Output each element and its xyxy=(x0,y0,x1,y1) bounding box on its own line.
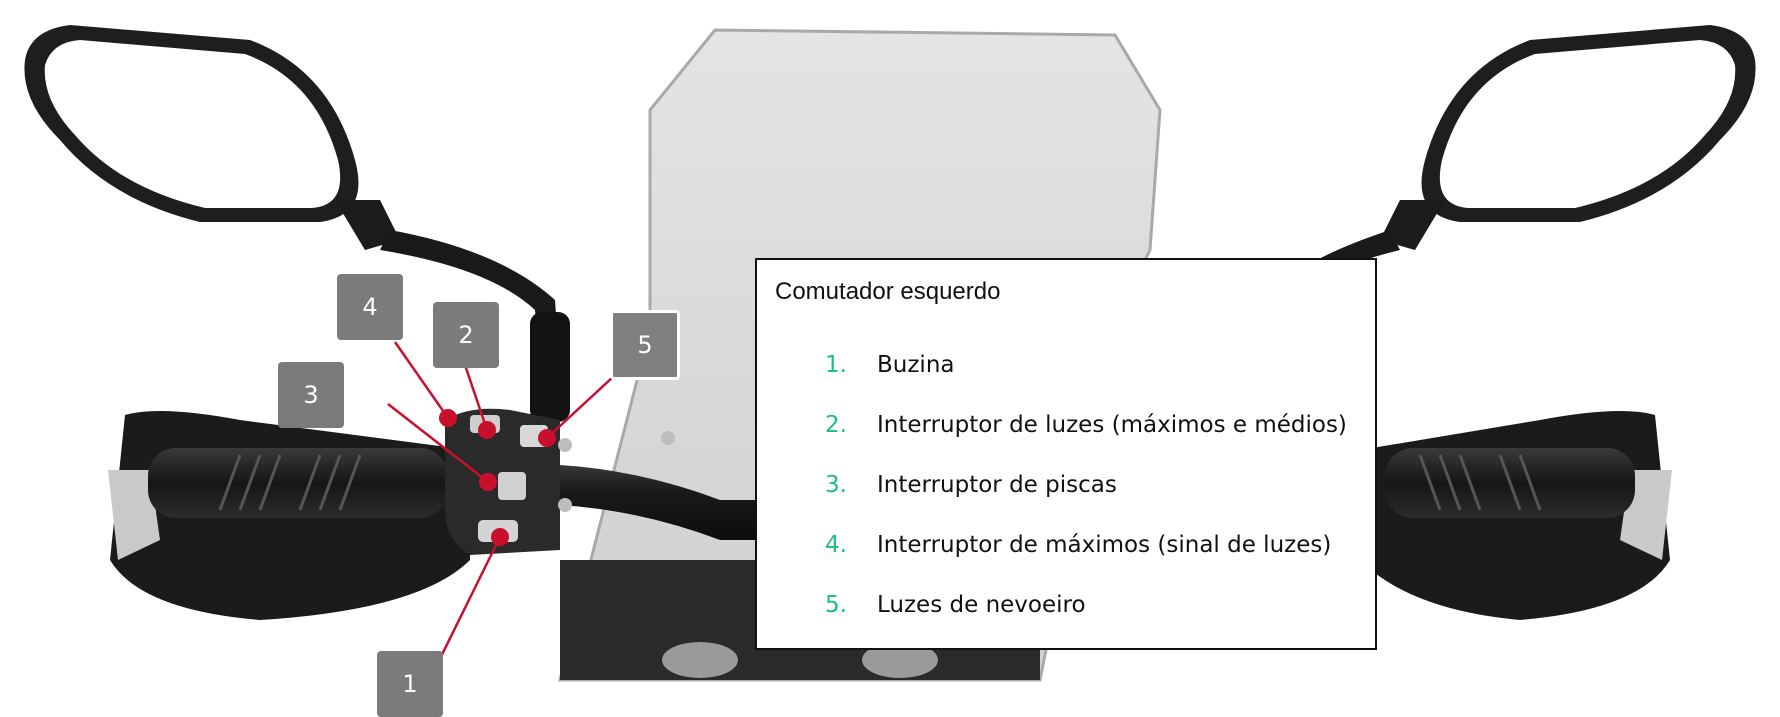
left-mirror xyxy=(24,25,570,422)
list-item-number: 5. xyxy=(825,592,847,618)
list-item-number: 3. xyxy=(825,472,847,498)
list-item: 5. Luzes de nevoeiro xyxy=(825,592,1347,652)
list-item-number: 4. xyxy=(825,532,847,558)
marker-dots xyxy=(439,409,556,546)
list-item-number: 2. xyxy=(825,412,847,438)
list-item: 4. Interruptor de máximos (sinal de luze… xyxy=(825,532,1347,592)
list-item-number: 1. xyxy=(825,352,847,378)
callout-2: 2 xyxy=(433,302,499,368)
list-item-label: Interruptor de máximos (sinal de luzes) xyxy=(877,532,1332,558)
legend-list: 1. Buzina 2. Interruptor de luzes (máxim… xyxy=(825,352,1347,652)
list-item: 3. Interruptor de piscas xyxy=(825,472,1347,532)
list-item-label: Buzina xyxy=(877,352,955,378)
right-mirror xyxy=(1300,25,1756,280)
callout-5: 5 xyxy=(610,310,680,380)
legend-title: Comutador esquerdo xyxy=(775,278,1001,305)
callout-3: 3 xyxy=(278,362,344,428)
list-item: 1. Buzina xyxy=(825,352,1347,412)
list-item-label: Interruptor de luzes (máximos e médios) xyxy=(877,412,1347,438)
left-grip xyxy=(148,448,448,518)
list-item-label: Luzes de nevoeiro xyxy=(877,592,1086,618)
list-item-label: Interruptor de piscas xyxy=(877,472,1117,498)
callout-1: 1 xyxy=(377,651,443,717)
legend-panel: Comutador esquerdo 1. Buzina 2. Interrup… xyxy=(755,258,1377,650)
list-item: 2. Interruptor de luzes (máximos e médio… xyxy=(825,412,1347,472)
callout-4: 4 xyxy=(337,274,403,340)
